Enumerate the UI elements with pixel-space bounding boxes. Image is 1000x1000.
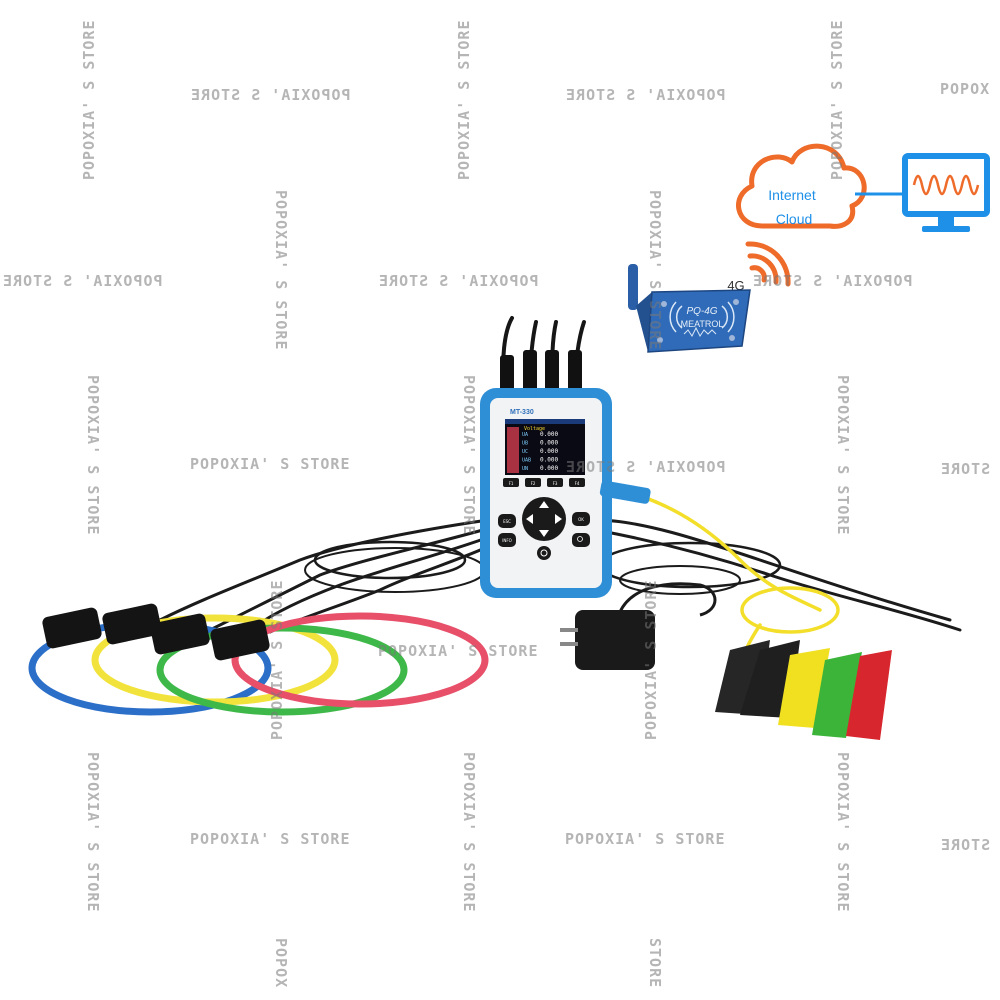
- signal-waves-icon: [745, 241, 791, 287]
- screen-row-value: 0.000: [540, 465, 558, 472]
- ok-button-label: OK: [578, 517, 584, 522]
- function-key-button[interactable]: [503, 478, 519, 487]
- screen-row-value: 0.000: [540, 457, 558, 464]
- coil-clamps: [42, 603, 270, 661]
- function-key-button[interactable]: [569, 478, 585, 487]
- function-key-label: F3: [553, 481, 558, 486]
- arrow-down-icon[interactable]: [539, 530, 549, 537]
- esc-button[interactable]: [498, 514, 516, 528]
- power-icon: [540, 549, 548, 557]
- info-button[interactable]: [498, 533, 516, 547]
- rogowski-coil-red: [231, 612, 489, 708]
- search-icon: [577, 536, 583, 542]
- function-key-button[interactable]: [547, 478, 563, 487]
- function-keys: F1 F2 F3 F4: [503, 478, 585, 487]
- screen-row-label: UC: [522, 449, 528, 455]
- screen-row-label: UA: [522, 432, 528, 438]
- module-wifi-icon: [669, 301, 735, 333]
- search-button[interactable]: [572, 533, 590, 547]
- device-connectors: [500, 350, 582, 393]
- module-brand: MEATROL: [681, 319, 724, 329]
- power-adapter: [560, 582, 717, 670]
- internet-cloud-icon: Internet Cloud: [736, 143, 867, 229]
- cable-bundle: [158, 518, 962, 634]
- alligator-clips: [715, 640, 892, 740]
- function-key-label: F2: [531, 481, 536, 486]
- network-label: 4G: [727, 278, 744, 293]
- arrow-left-icon[interactable]: [526, 514, 533, 524]
- cloud-label-cloud: Cloud: [776, 211, 813, 227]
- function-key-label: F1: [509, 481, 514, 486]
- power-button[interactable]: [537, 546, 551, 560]
- screen-row-value: 0.000: [540, 431, 558, 438]
- arrow-right-icon[interactable]: [555, 514, 562, 524]
- screen-title: Voltage: [524, 426, 545, 432]
- cloud-label-internet: Internet: [768, 187, 816, 203]
- function-key-label: F4: [575, 481, 580, 486]
- ok-button[interactable]: [572, 512, 590, 526]
- info-button-label: INFO: [502, 538, 512, 543]
- keypad: ESC OK INFO: [498, 497, 590, 560]
- arrow-up-icon[interactable]: [539, 501, 549, 508]
- screen-row-value: 0.000: [540, 440, 558, 447]
- screen-row-value: 0.000: [540, 448, 558, 455]
- wireless-module: PQ-4G MEATROL: [628, 264, 751, 353]
- screen-row-label: UAB: [522, 458, 531, 464]
- monitor-icon: [902, 153, 990, 232]
- esc-button-label: ESC: [503, 519, 511, 524]
- screen-row-label: UB: [522, 441, 528, 447]
- screen-row-label: UN: [522, 466, 528, 472]
- function-key-button[interactable]: [525, 478, 541, 487]
- module-label: PQ-4G: [686, 306, 717, 317]
- direction-pad[interactable]: [522, 497, 566, 541]
- device-model-label: MT-330: [510, 409, 534, 416]
